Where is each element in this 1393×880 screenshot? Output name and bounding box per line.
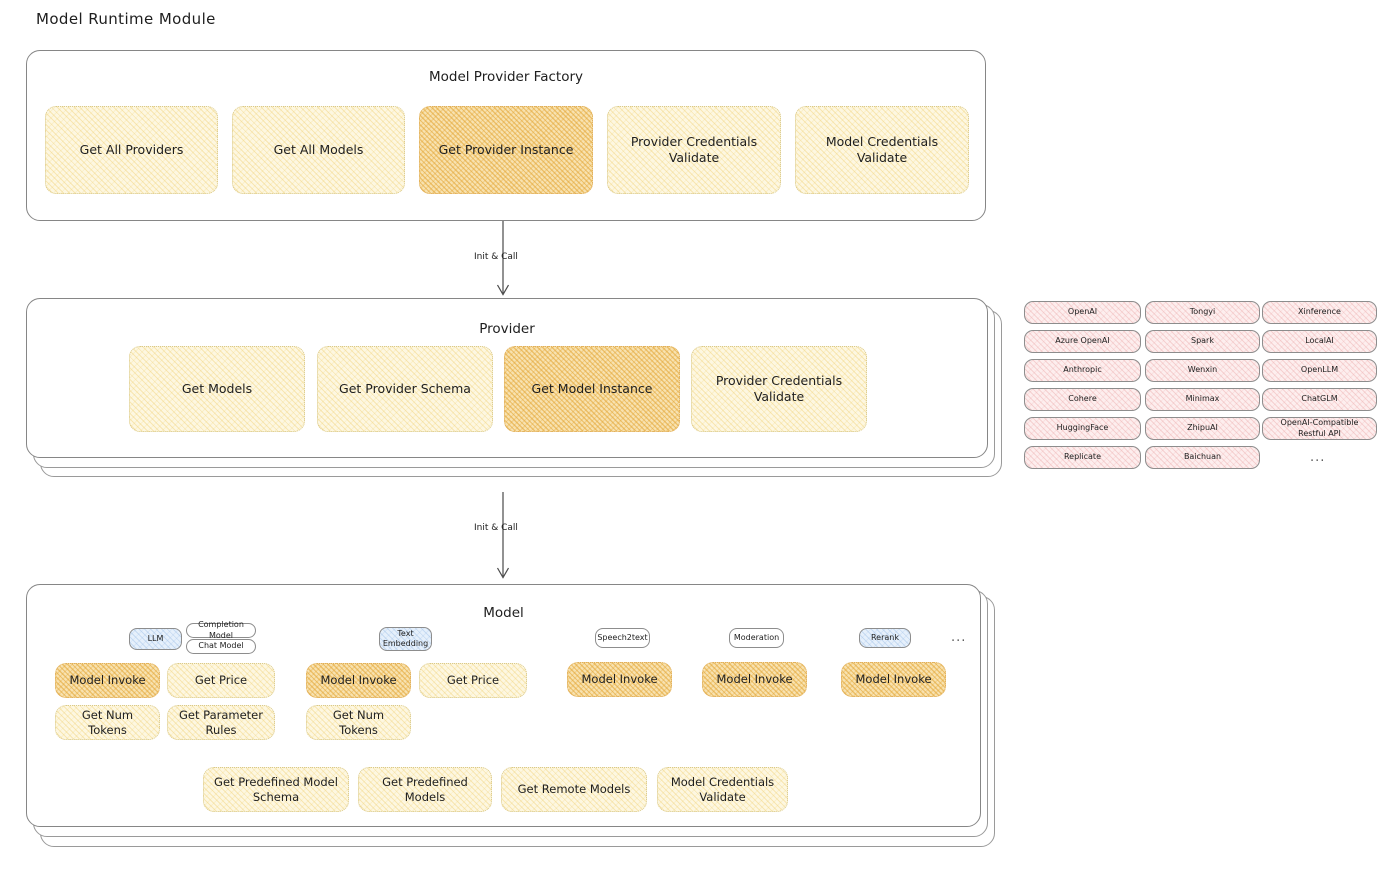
node-get-all-models[interactable]: Get All Models [232, 106, 405, 194]
node-speech2text-model-invoke[interactable]: Model Invoke [567, 662, 672, 697]
page-title: Model Runtime Module [36, 10, 216, 28]
model-subtype-completion-model[interactable]: Completion Model [186, 620, 256, 640]
provider-chip-anthropic[interactable]: Anthropic [1024, 359, 1141, 382]
node-text-embedding-model-invoke[interactable]: Model Invoke [306, 663, 411, 698]
provider-chip-openllm[interactable]: OpenLLM [1262, 359, 1377, 382]
provider-chip-replicate[interactable]: Replicate [1024, 446, 1141, 469]
model-type-badge-text-embedding[interactable]: Text Embedding [379, 627, 432, 651]
provider-chip-azure-openai[interactable]: Azure OpenAI [1024, 330, 1141, 353]
model-type-badge-rerank[interactable]: Rerank [859, 628, 911, 648]
model-title: Model [483, 605, 524, 621]
node-get-provider-instance[interactable]: Get Provider Instance [419, 106, 593, 194]
provider-chip-wenxin[interactable]: Wenxin [1145, 359, 1260, 382]
provider-chip-localai[interactable]: LocalAI [1262, 330, 1377, 353]
node-model-credentials-validate[interactable]: Model Credentials Validate [657, 767, 788, 812]
node-get-models[interactable]: Get Models [129, 346, 305, 432]
node-provider-credentials-validate[interactable]: Provider Credentials Validate [691, 346, 867, 432]
node-get-all-providers[interactable]: Get All Providers [45, 106, 218, 194]
arrow-label-init-call-2: Init & Call [474, 523, 518, 533]
node-provider-credentials-validate-factory[interactable]: Provider Credentials Validate [607, 106, 781, 194]
provider-chip-minimax[interactable]: Minimax [1145, 388, 1260, 411]
node-get-predefined-model-schema[interactable]: Get Predefined Model Schema [203, 767, 349, 812]
node-rerank-model-invoke[interactable]: Model Invoke [841, 662, 946, 697]
provider-chip-huggingface[interactable]: HuggingFace [1024, 417, 1141, 440]
provider-list-more: ... [1310, 450, 1326, 465]
node-llm-model-invoke[interactable]: Model Invoke [55, 663, 160, 698]
model-type-badge-moderation[interactable]: Moderation [729, 628, 784, 648]
node-get-remote-models[interactable]: Get Remote Models [501, 767, 647, 812]
model-type-badge-llm[interactable]: LLM [129, 628, 182, 650]
node-model-credentials-validate-factory[interactable]: Model Credentials Validate [795, 106, 969, 194]
model-provider-factory-title: Model Provider Factory [428, 69, 583, 85]
node-get-predefined-models[interactable]: Get Predefined Models [358, 767, 492, 812]
provider-chip-chatglm[interactable]: ChatGLM [1262, 388, 1377, 411]
model-type-badge-speech2text[interactable]: Speech2text [595, 628, 650, 648]
arrow-provider-to-model [496, 492, 510, 579]
arrow-factory-to-provider [496, 221, 510, 296]
provider-chip-tongyi[interactable]: Tongyi [1145, 301, 1260, 324]
provider-chip-baichuan[interactable]: Baichuan [1145, 446, 1260, 469]
provider-chip-zhipuai[interactable]: ZhipuAI [1145, 417, 1260, 440]
provider-chip-spark[interactable]: Spark [1145, 330, 1260, 353]
node-text-embedding-get-num-tokens[interactable]: Get Num Tokens [306, 705, 411, 740]
provider-chip-cohere[interactable]: Cohere [1024, 388, 1141, 411]
node-moderation-model-invoke[interactable]: Model Invoke [702, 662, 807, 697]
arrow-label-init-call-1: Init & Call [474, 252, 518, 262]
provider-title: Provider [479, 321, 535, 337]
provider-chip-xinference[interactable]: Xinference [1262, 301, 1377, 324]
node-llm-get-parameter-rules[interactable]: Get Parameter Rules [167, 705, 275, 740]
node-get-provider-schema[interactable]: Get Provider Schema [317, 346, 493, 432]
node-get-model-instance[interactable]: Get Model Instance [504, 346, 680, 432]
model-subtype-chat-model[interactable]: Chat Model [186, 639, 256, 654]
provider-chip-openai[interactable]: OpenAI [1024, 301, 1141, 324]
model-types-more: ... [951, 630, 967, 645]
node-llm-get-price[interactable]: Get Price [167, 663, 275, 698]
node-llm-get-num-tokens[interactable]: Get Num Tokens [55, 705, 160, 740]
node-text-embedding-get-price[interactable]: Get Price [419, 663, 527, 698]
provider-chip-openai-compatible-restful-api[interactable]: OpenAI-Compatible Restful API [1262, 417, 1377, 440]
